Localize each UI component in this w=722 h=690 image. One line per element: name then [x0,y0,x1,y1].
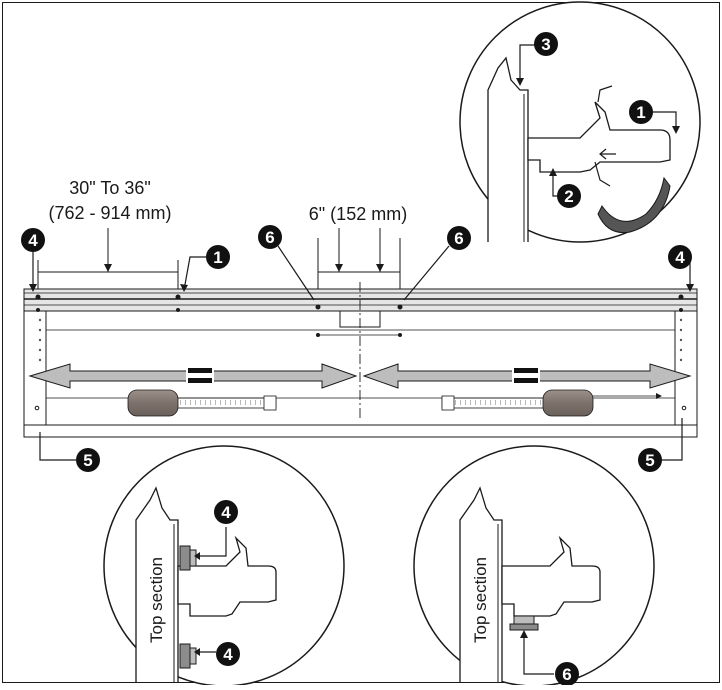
center-gap-dimension [317,228,401,296]
callout-4-bottom-left-upper: 4 [214,500,238,524]
callout-5-left: 5 [76,448,100,472]
svg-text:4: 4 [223,645,233,664]
svg-text:5: 5 [83,451,92,470]
tape-measure-left [127,389,277,417]
svg-text:3: 3 [541,35,550,54]
svg-text:6: 6 [562,665,571,684]
width-dimension-arrow [104,264,112,272]
leader-arrow-1-main [180,284,188,292]
equal-mark-left-bottom [188,378,212,383]
svg-text:5: 5 [645,451,654,470]
callout-6-bottom-right: 6 [555,662,579,686]
svg-text:2: 2 [564,187,573,206]
svg-text:4: 4 [675,248,685,267]
callout-1-top-detail: 1 [629,100,653,124]
svg-text:4: 4 [221,503,231,522]
svg-text:4: 4 [28,231,38,250]
equal-mark-right-bottom [514,378,538,383]
leader-arrow-4-left [29,284,37,292]
detail-circle-top [459,1,701,243]
equal-mark-left-top [188,368,212,373]
detail-circle-bottom-right [413,445,655,687]
callout-1-main: 1 [206,245,230,269]
width-range-label: 30" To 36" [69,178,151,198]
svg-text:1: 1 [213,248,222,267]
callout-4-bottom-left-lower: 4 [216,642,240,666]
tape-measure-right [441,389,662,417]
callout-2-top-detail: 2 [557,184,581,208]
svg-text:6: 6 [265,228,274,247]
center-gap-arrow-left [335,264,343,272]
leader-arrow-4-right [686,284,694,292]
main-leaders [32,245,691,461]
callout-6-right: 6 [447,226,471,250]
cabinet-assembly [23,282,698,438]
callout-6-left: 6 [258,225,282,249]
callout-4-left: 4 [21,228,45,252]
center-gap-label: 6" (152 mm) [309,204,407,224]
callout-3-top-detail: 3 [534,32,558,56]
top-section-label-left: Top section [147,557,166,643]
center-gap-arrow-right [376,264,384,272]
equal-mark-right-top [514,368,538,373]
svg-text:1: 1 [636,103,645,122]
top-section-label-right: Top section [471,557,490,643]
width-range-metric-label: (762 - 914 mm) [48,203,171,223]
detail-circle-bottom-left [103,445,345,687]
callout-5-right: 5 [638,448,662,472]
svg-text:6: 6 [454,229,463,248]
callout-4-right: 4 [668,245,692,269]
